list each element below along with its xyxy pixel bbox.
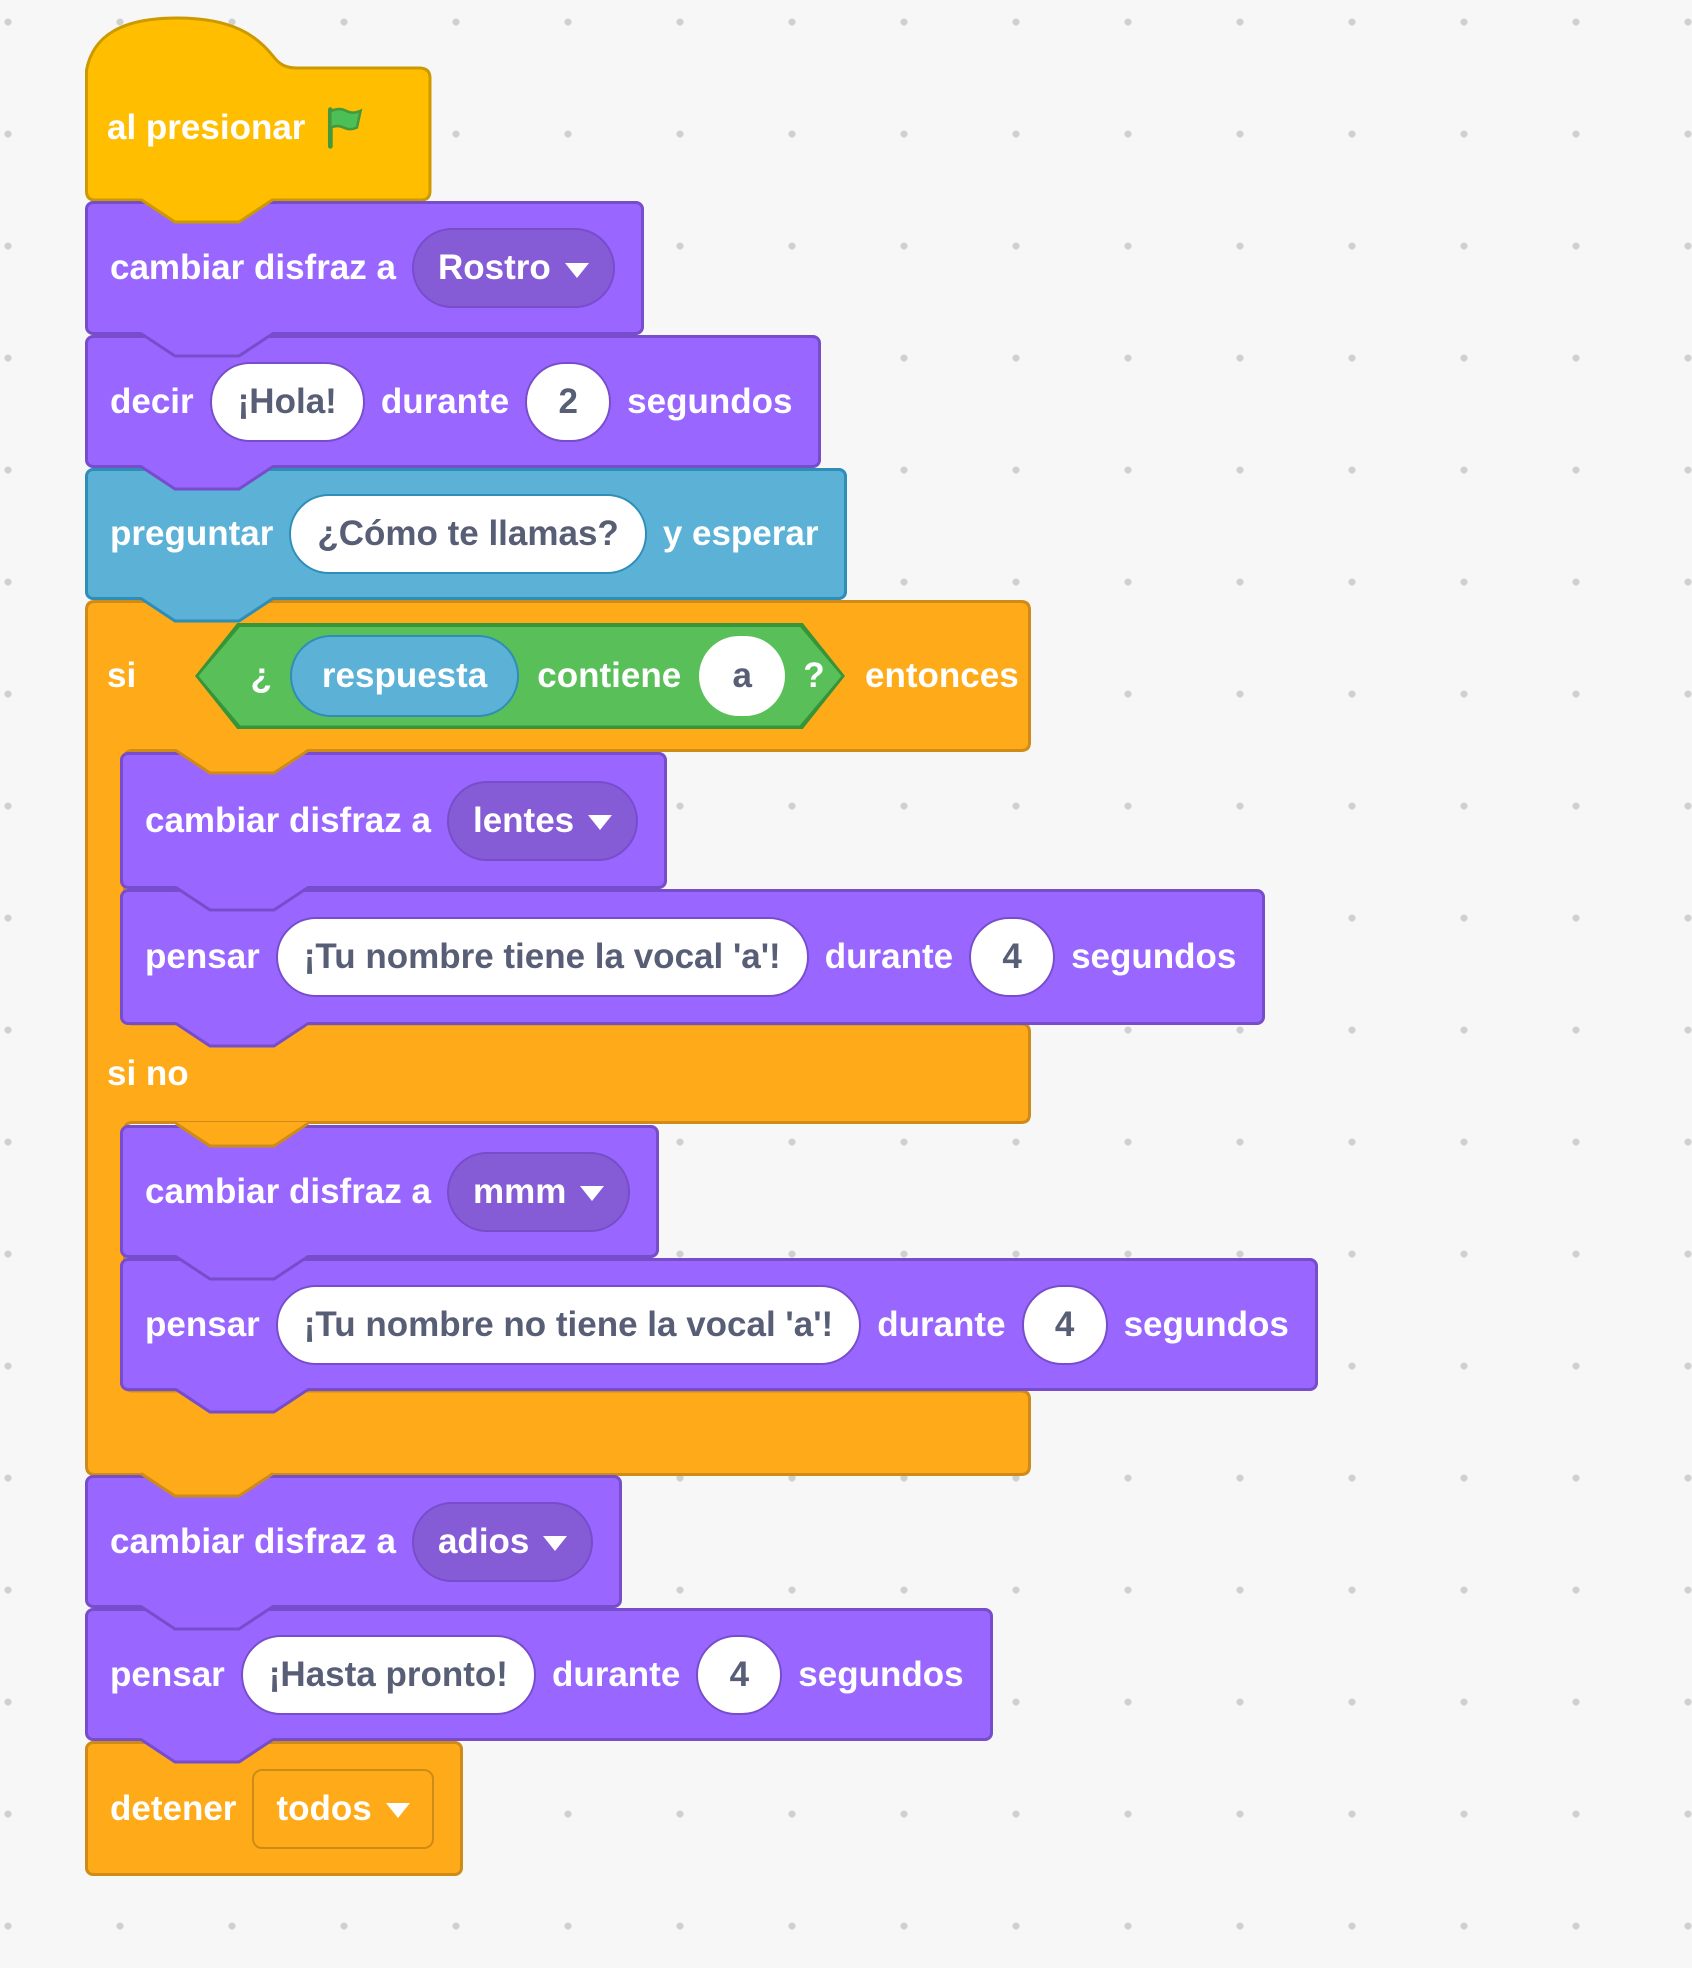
contiene-label: contiene	[537, 656, 682, 695]
think-text-input[interactable]: ¡Hasta pronto!	[240, 1634, 536, 1715]
block-switch-costume-mmm[interactable]: cambiar disfraz a mmm	[120, 1125, 660, 1258]
puzzle-tab	[140, 332, 274, 358]
ask-question-input[interactable]: ¿Cómo te llamas?	[289, 494, 647, 574]
say-seconds-input[interactable]: 2	[525, 361, 612, 442]
ask-label: preguntar	[110, 514, 274, 553]
reporter-respuesta[interactable]: respuesta	[289, 635, 520, 717]
switch-costume-label: cambiar disfraz a	[110, 248, 396, 287]
dropdown-caret-icon	[564, 262, 589, 278]
segundos-label: segundos	[627, 381, 793, 421]
think-label: pensar	[145, 937, 260, 976]
durante-label: durante	[824, 937, 954, 976]
say-text-input[interactable]: ¡Hola!	[209, 361, 365, 442]
puzzle-tab	[175, 1388, 309, 1414]
entonces-label: entonces	[865, 656, 1019, 695]
stop-dropdown-todos[interactable]: todos	[252, 1768, 434, 1849]
if-label: si	[107, 656, 137, 695]
puzzle-tab	[175, 1255, 309, 1281]
costume-dropdown-mmm[interactable]: mmm	[446, 1151, 631, 1232]
think-seconds-input[interactable]: 4	[696, 1634, 783, 1715]
segundos-label: segundos	[798, 1654, 964, 1694]
costume-dropdown-adios[interactable]: adios	[411, 1501, 594, 1582]
hat-block-content: al presionar	[107, 96, 369, 160]
boolean-contains[interactable]: ¿ respuesta contiene a ?	[195, 623, 845, 729]
dropdown-caret-icon	[543, 1536, 568, 1551]
say-label: decir	[110, 381, 194, 421]
dropdown-value: lentes	[472, 800, 575, 840]
block-when-flag-clicked[interactable]	[85, 14, 433, 204]
else-label: si no	[107, 1054, 189, 1093]
costume-dropdown-rostro[interactable]: Rostro	[411, 228, 615, 308]
puzzle-tab	[175, 1022, 309, 1048]
block-switch-costume-lentes[interactable]: cambiar disfraz a lentes	[120, 752, 668, 889]
green-flag-icon	[328, 107, 363, 149]
puzzle-tab	[140, 465, 274, 491]
switch-costume-label: cambiar disfraz a	[145, 1171, 431, 1211]
dropdown-value: mmm	[472, 1171, 567, 1211]
puzzle-tab	[175, 1122, 309, 1148]
segundos-label: segundos	[1123, 1304, 1289, 1344]
wait-label: y esperar	[662, 514, 819, 553]
dropdown-caret-icon	[580, 1186, 605, 1201]
dropdown-value: adios	[437, 1521, 530, 1561]
durante-label: durante	[551, 1654, 681, 1694]
puzzle-tab	[175, 886, 309, 912]
condition-suffix: ?	[803, 656, 825, 695]
durante-label: durante	[380, 381, 510, 421]
think-label: pensar	[145, 1304, 260, 1344]
dropdown-value: Rostro	[437, 248, 551, 287]
block-if-else[interactable]	[85, 600, 1033, 1478]
condition-prefix: ¿	[250, 656, 272, 695]
block-stop-all[interactable]: detener todos	[85, 1741, 463, 1876]
puzzle-tab	[140, 198, 274, 224]
switch-costume-label: cambiar disfraz a	[145, 800, 431, 840]
think-label: pensar	[110, 1654, 225, 1694]
puzzle-tab	[140, 1472, 274, 1498]
puzzle-tab	[175, 749, 309, 775]
think-seconds-input[interactable]: 4	[969, 917, 1056, 997]
block-think-vocal-a[interactable]: pensar ¡Tu nombre tiene la vocal 'a'! du…	[120, 889, 1266, 1025]
puzzle-tab	[140, 1738, 274, 1764]
stop-label: detener	[110, 1788, 237, 1828]
think-seconds-input[interactable]: 4	[1021, 1284, 1108, 1365]
dropdown-caret-icon	[588, 815, 613, 830]
think-text-input[interactable]: ¡Tu nombre tiene la vocal 'a'!	[275, 917, 809, 997]
puzzle-tab	[140, 1605, 274, 1631]
block-say-hola[interactable]: decir ¡Hola! durante 2 segundos	[85, 335, 822, 468]
puzzle-tab	[140, 597, 274, 623]
hat-label: al presionar	[107, 108, 306, 147]
boolean-contains-content: ¿ respuesta contiene a ?	[198, 626, 842, 726]
durante-label: durante	[877, 1304, 1006, 1344]
block-think-no-vocal-a[interactable]: pensar ¡Tu nombre no tiene la vocal 'a'!…	[120, 1258, 1318, 1391]
dropdown-caret-icon	[385, 1803, 410, 1818]
costume-dropdown-lentes[interactable]: lentes	[446, 780, 639, 861]
segundos-label: segundos	[1071, 937, 1237, 976]
think-text-input[interactable]: ¡Tu nombre no tiene la vocal 'a'!	[275, 1284, 862, 1365]
switch-costume-label: cambiar disfraz a	[110, 1521, 396, 1561]
dropdown-value: todos	[276, 1788, 372, 1828]
contains-letter-input[interactable]: a	[699, 636, 786, 716]
